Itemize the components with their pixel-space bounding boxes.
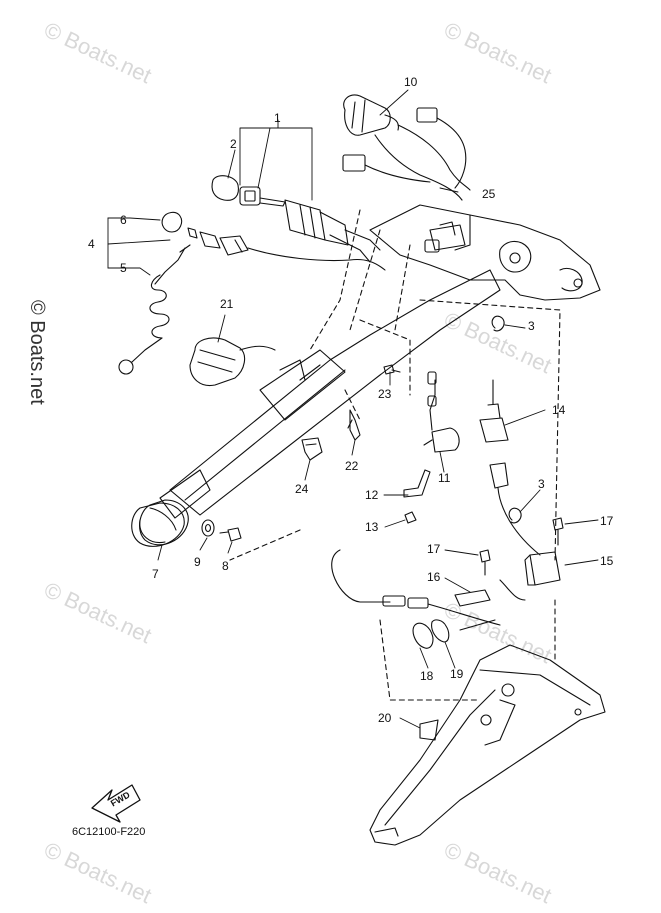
callout-4: 4	[88, 237, 95, 251]
part-19-grommet	[431, 619, 450, 643]
callout-16: 16	[427, 570, 441, 584]
callout-22: 22	[345, 459, 359, 473]
part-14-connector	[479, 379, 541, 556]
callout-15: 15	[600, 554, 614, 568]
callout-6: 6	[120, 213, 127, 227]
callout-1: 1	[274, 111, 281, 125]
part-24-clamp	[301, 437, 323, 461]
fwd-arrow	[91, 784, 141, 823]
leader-lines	[107, 89, 599, 729]
callout-19: 19	[450, 667, 464, 681]
part-4-stop-switch	[161, 211, 386, 271]
part-22-clip	[347, 409, 361, 441]
bottom-cover	[369, 644, 606, 846]
part-15-box	[524, 551, 561, 586]
reference-lines	[229, 209, 561, 701]
callout-21: 21	[220, 297, 234, 311]
side-watermark: © Boats.net	[26, 300, 48, 405]
callout-14: 14	[552, 403, 566, 417]
callout-10: 10	[404, 75, 418, 89]
part-18-grommet	[412, 622, 434, 649]
upper-bracket	[369, 204, 601, 301]
part-21-cover	[189, 337, 276, 387]
callout-3: 3	[538, 477, 545, 491]
part-8-bolt	[219, 527, 242, 542]
callout-17: 17	[600, 514, 614, 528]
callout-5: 5	[120, 261, 127, 275]
part-9-washer	[201, 519, 215, 537]
part-10-switch	[342, 94, 471, 201]
callout-24: 24	[295, 482, 309, 496]
callout-23: 23	[378, 387, 392, 401]
part-3-clip	[491, 315, 522, 524]
part-16-clip	[454, 589, 491, 607]
part-5-lanyard	[118, 244, 191, 375]
part-11-sensor	[423, 371, 460, 453]
callout-18: 18	[420, 669, 434, 683]
callout-17: 17	[427, 542, 441, 556]
callout-12: 12	[365, 488, 379, 502]
part-17-screw	[479, 517, 564, 576]
callout-25: 25	[482, 187, 496, 201]
callout-13: 13	[365, 520, 379, 534]
part-7-grip	[131, 502, 185, 547]
callout-3: 3	[528, 319, 535, 333]
diagram-code: 6C12100-F220	[72, 826, 146, 838]
callout-9: 9	[194, 555, 201, 569]
tiller-handle	[139, 269, 501, 546]
callout-11: 11	[438, 471, 451, 485]
part-13-bolt	[404, 511, 417, 524]
callout-2: 2	[230, 137, 237, 151]
part-20-plate	[419, 719, 439, 741]
wire-harness	[331, 549, 526, 631]
callout-7: 7	[152, 567, 159, 581]
callout-8: 8	[222, 559, 229, 573]
callout-20: 20	[378, 711, 392, 725]
part-23-screw	[383, 364, 401, 375]
part-1-key-switch	[211, 175, 381, 263]
part-12-bracket	[403, 469, 431, 498]
